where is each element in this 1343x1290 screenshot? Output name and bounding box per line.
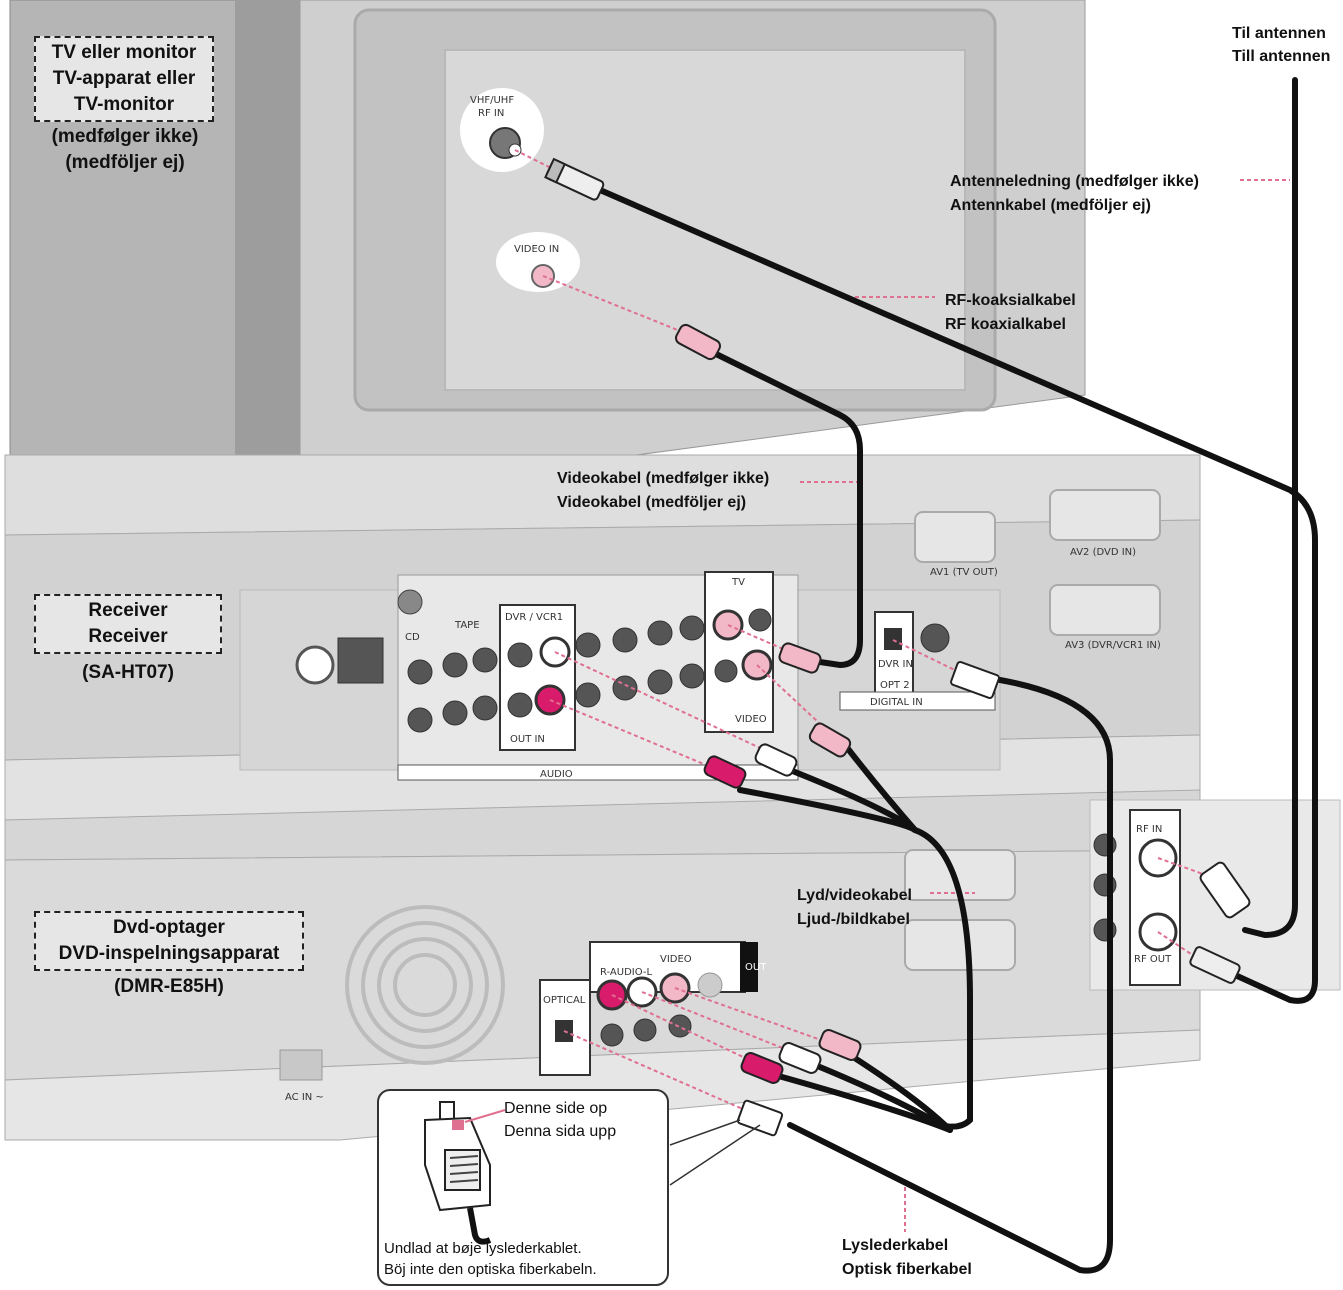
- antenna-cable-line-2: Antennkabel (medföljer ej): [950, 197, 1151, 214]
- tv-note-1: (medfølger ikke): [51, 126, 199, 147]
- av-cable-label: Lyd/videokabel Ljud-/bildkabel: [797, 884, 912, 932]
- digital-in-label: DIGITAL IN: [870, 697, 923, 708]
- tv-device-line-1: TV eller monitor: [51, 42, 197, 63]
- av-cable-line-1: Lyd/videokabel: [797, 887, 912, 904]
- guide-lines: [514, 149, 1290, 1232]
- optical-plug-illustration: [424, 1101, 492, 1245]
- tv-device-line-3: TV-monitor: [73, 94, 175, 115]
- optical-cable: [787, 677, 1113, 1274]
- receiver-model: (SA-HT07): [82, 662, 174, 683]
- side-up-label: Denne side op Denna sida upp: [504, 1097, 616, 1143]
- rf-coax-line-1: RF-koaksialkabel: [945, 292, 1076, 309]
- antenna-cable: [1242, 77, 1298, 939]
- rf-coax-label: RF-koaksialkabel RF koaxialkabel: [945, 289, 1076, 337]
- audio-label: AUDIO: [540, 769, 573, 780]
- ac-in-label: AC IN ~: [285, 1092, 324, 1103]
- av2-label: AV2 (DVD IN): [1070, 547, 1136, 558]
- antenna-cable-label: Antenneledning (medfølger ikke) Antennka…: [950, 170, 1199, 218]
- tv-device-line-2: TV-apparat eller: [52, 68, 196, 89]
- optical-cable-line-2: Optisk fiberkabel: [842, 1261, 972, 1278]
- tv-rf-in-label-2: RF IN: [478, 108, 504, 119]
- dvd-line-2: DVD-inspelningsapparat: [58, 943, 280, 964]
- tv-note-2: (medföljer ej): [65, 152, 185, 173]
- optical-cable-label: Lyslederkabel Optisk fiberkabel: [842, 1234, 972, 1282]
- fan-grille: [345, 905, 505, 1065]
- rf-out-label: RF OUT: [1134, 954, 1172, 965]
- dvd-line-1: Dvd-optager: [113, 917, 225, 938]
- receiver-scart-connectors: [914, 489, 1161, 636]
- audio-lr-label: R-AUDIO-L: [600, 967, 652, 978]
- bend-warning-line-2: Böj inte den optiska fiberkabeln.: [384, 1261, 597, 1278]
- tv-rf-in-jack: VHF/UHF RF IN: [460, 88, 544, 172]
- bend-warning-line-1: Undlad at bøje lyslederkablet.: [384, 1240, 582, 1257]
- out-label: OUT: [745, 962, 767, 973]
- dvr-in-label: DVR IN: [878, 659, 913, 670]
- rf-in-label: RF IN: [1136, 824, 1162, 835]
- tv-block-label: TV: [731, 577, 745, 588]
- plugs: [544, 157, 1251, 1137]
- video-cable-line-2: Videokabel (medföljer ej): [557, 494, 747, 511]
- dvd-device-label: Dvd-optager DVD-inspelningsapparat: [34, 911, 304, 971]
- video-cable-line-1: Videokabel (medfølger ikke): [557, 470, 770, 487]
- video-block-label: VIDEO: [735, 714, 767, 725]
- rf-coax-cable: [597, 187, 1318, 1004]
- tv-device-label: TV eller monitor TV-apparat eller TV-mon…: [34, 36, 214, 122]
- av-cable-line-2: Ljud-/bildkabel: [797, 911, 910, 928]
- dvd-recorder-unit: AC IN ~ OPTICAL OUT R-AUDIO-L VIDEO RF I…: [4, 789, 1341, 1141]
- receiver-audio-jacks: [407, 615, 705, 733]
- receiver-device-label: Receiver Receiver: [34, 594, 222, 654]
- antenna-destination-label: Til antennen Till antennen: [1232, 22, 1330, 68]
- receiver-line-1: Receiver: [88, 600, 168, 621]
- opt2-label: OPT 2: [880, 680, 910, 691]
- receiver-unit: AUDIO DVR / VCR1 OUT IN CD TAPE TV VIDEO…: [4, 454, 1201, 821]
- dvd-video-label: VIDEO: [660, 954, 692, 965]
- antenna-dest-line-2: Till antennen: [1232, 48, 1331, 65]
- out-in-label: OUT IN: [510, 734, 545, 745]
- tv-video-in-label: VIDEO IN: [514, 244, 559, 255]
- bend-warning: Undlad at bøje lyslederkablet. Böj inte …: [384, 1238, 597, 1280]
- antenna-cable-line-1: Antenneledning (medfølger ikke): [950, 173, 1199, 190]
- dvd-model: (DMR-E85H): [114, 976, 224, 997]
- av3-label: AV3 (DVR/VCR1 IN): [1065, 640, 1161, 651]
- optical-cable-line-1: Lyslederkabel: [842, 1237, 949, 1254]
- side-up-line-2: Denna sida upp: [504, 1123, 617, 1140]
- av1-label: AV1 (TV OUT): [930, 567, 998, 578]
- optical-plug-callout: [377, 1089, 761, 1286]
- tv-video-in-jack: VIDEO IN: [496, 232, 580, 292]
- dvr-vcr1-label: DVR / VCR1: [505, 612, 563, 623]
- optical-label: OPTICAL: [543, 995, 586, 1006]
- cables: [597, 77, 1318, 1274]
- rf-coax-line-2: RF koaxialkabel: [945, 316, 1066, 333]
- tv-not-included-note: (medfølger ikke) (medföljer ej): [20, 124, 230, 176]
- tv-rf-in-label-1: VHF/UHF: [470, 95, 514, 106]
- side-up-line-1: Denne side op: [504, 1100, 608, 1117]
- video-cable-label: Videokabel (medfølger ikke) Videokabel (…: [557, 467, 769, 515]
- tape-label: TAPE: [454, 620, 480, 631]
- dvd-scart-connectors: [904, 849, 1016, 971]
- receiver-line-2: Receiver: [88, 626, 168, 647]
- cd-label: CD: [405, 632, 420, 643]
- video-cable-tv: [709, 349, 863, 669]
- antenna-dest-line-1: Til antennen: [1232, 25, 1326, 42]
